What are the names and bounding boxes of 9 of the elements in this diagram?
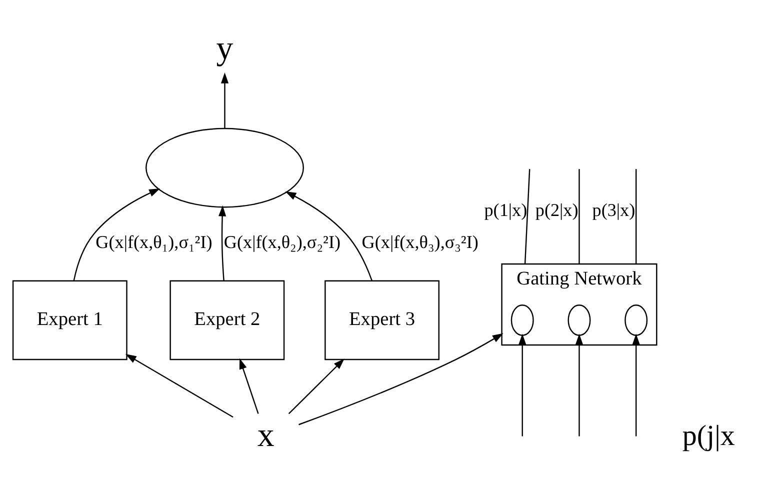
- edge-label: p(3|x): [592, 200, 636, 220]
- label: p(j|x: [682, 420, 735, 452]
- edge-label: p(2|x): [535, 200, 578, 220]
- edge-label: G(x|f(x,θ₁),σ₁²I): [96, 232, 212, 252]
- node-text: y: [216, 30, 234, 67]
- edge-label: p(1|x): [484, 200, 528, 220]
- edge-label: G(x|f(x,θ₃),σ₃²I): [362, 232, 478, 252]
- node-text: x: [257, 416, 274, 454]
- edge-label: G(x|f(x,θ₂),σ₂²I): [224, 232, 341, 252]
